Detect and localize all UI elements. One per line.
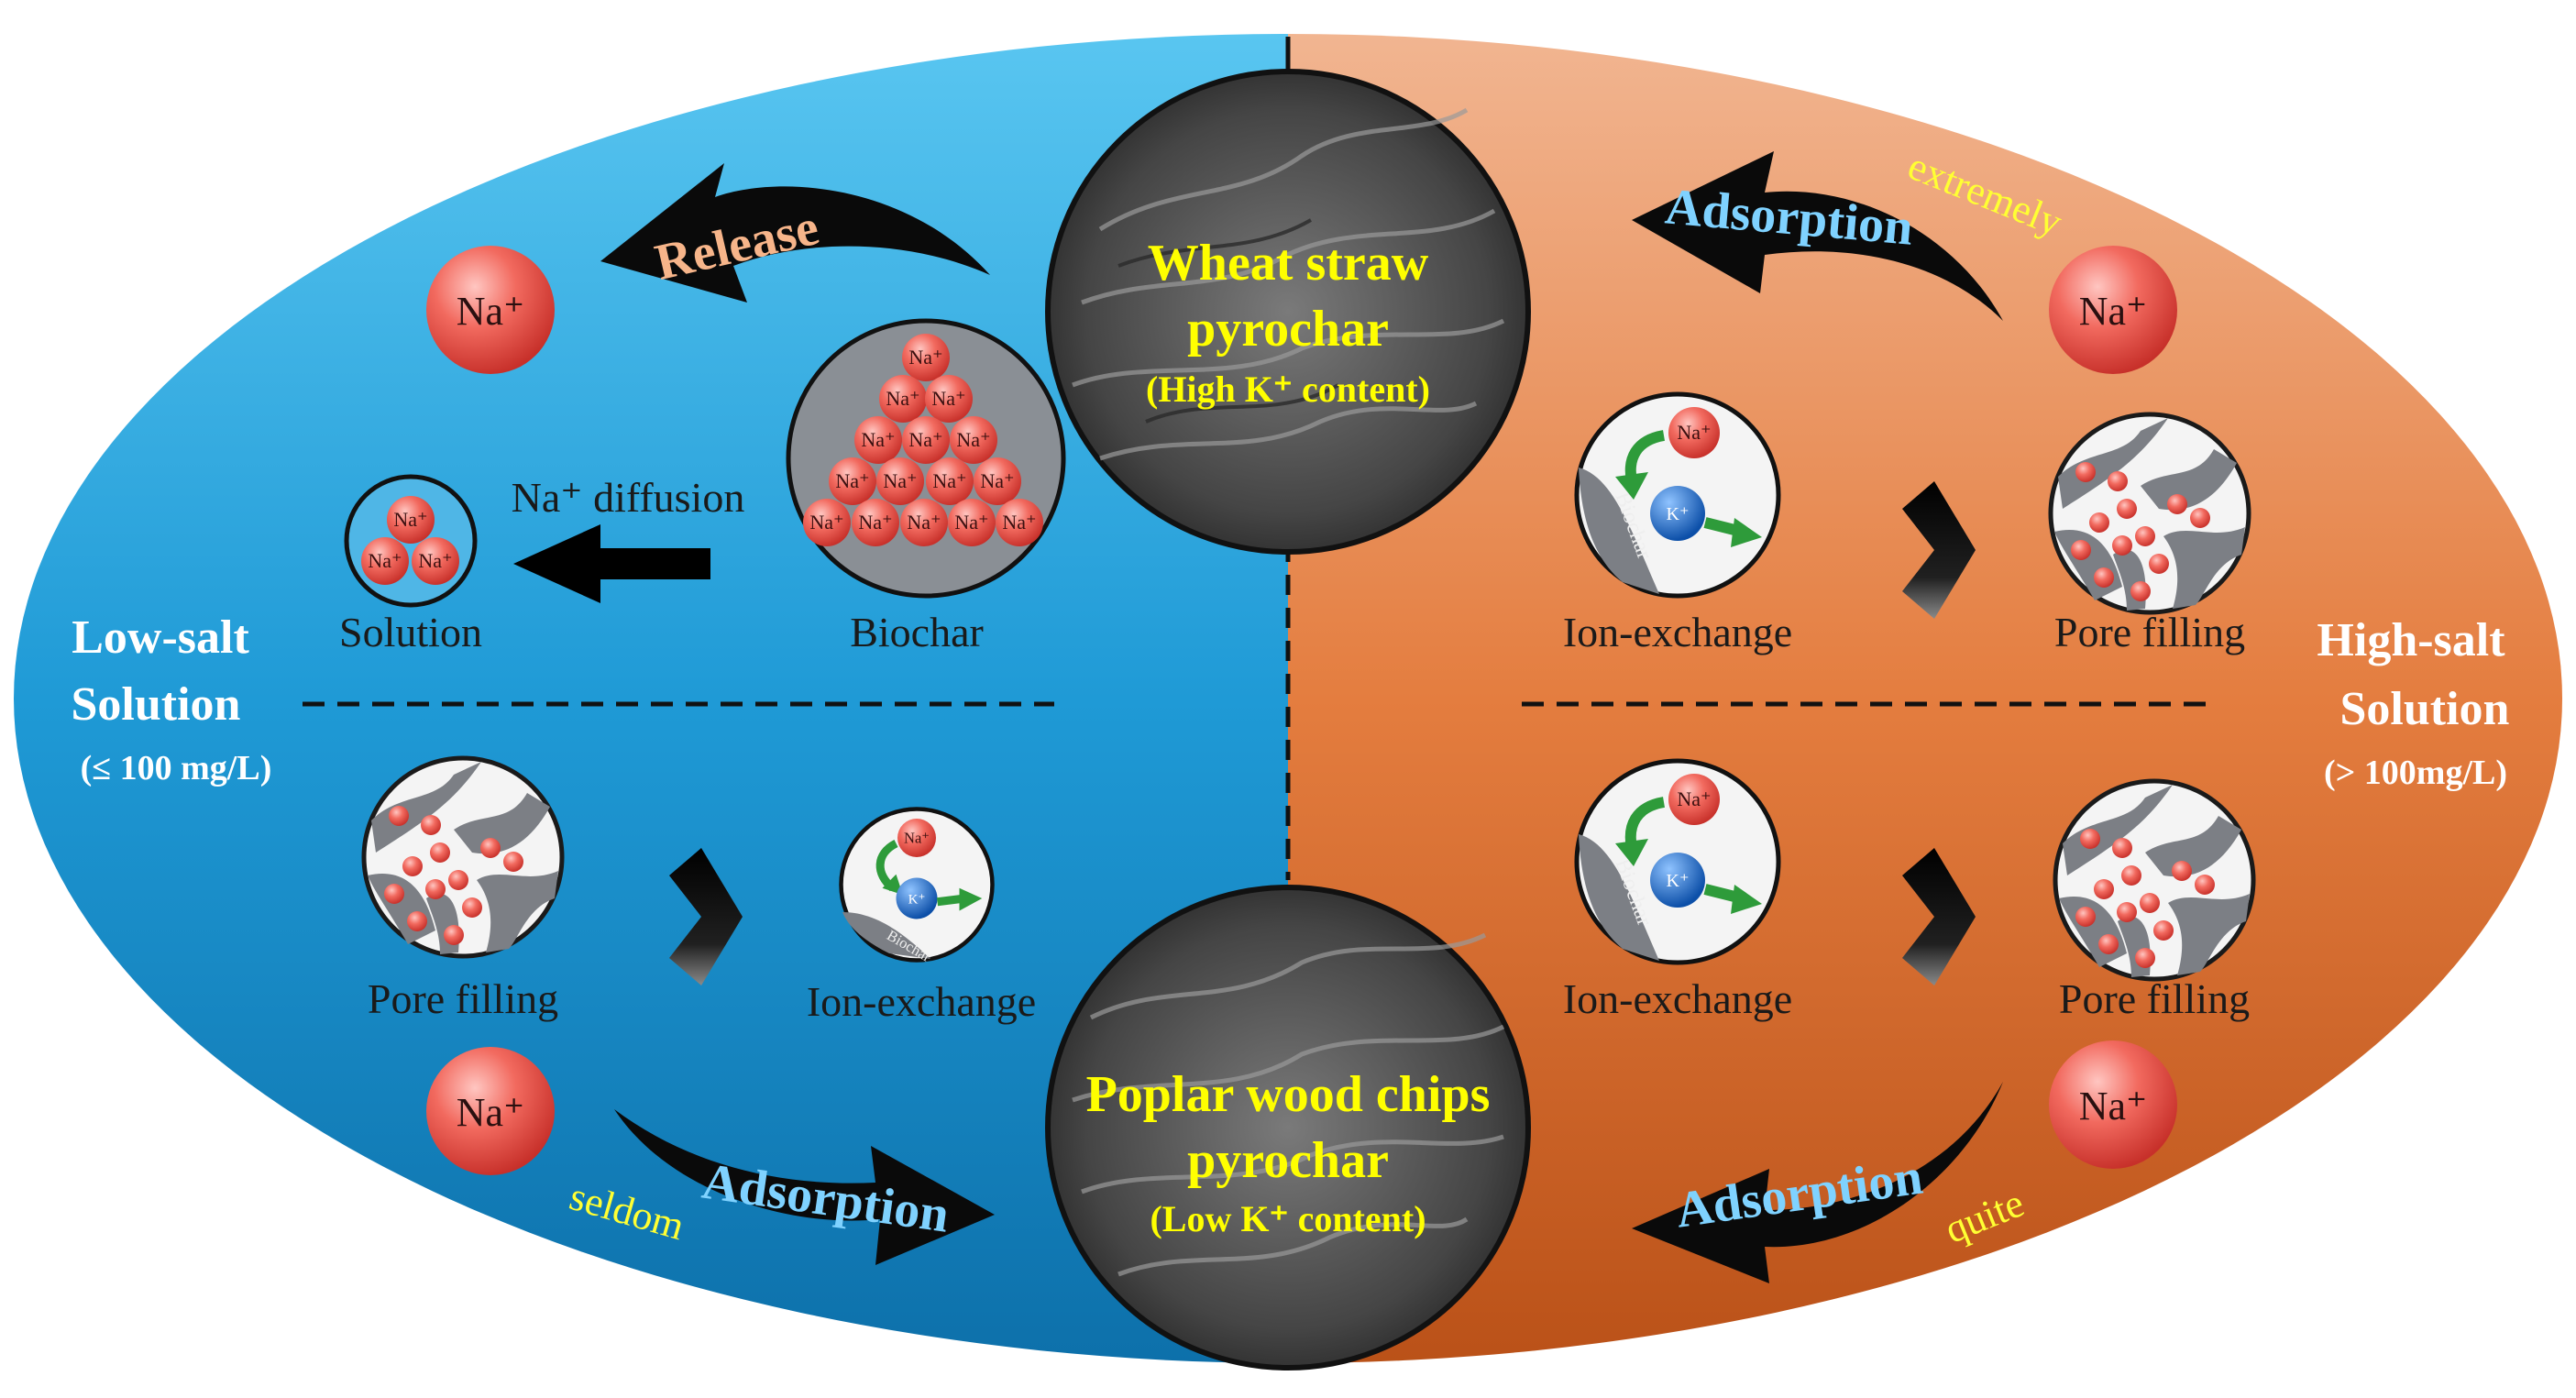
na-ion-bottom-right: Na⁺ bbox=[2049, 1040, 2177, 1169]
na-small: Na⁺ bbox=[858, 511, 892, 534]
ion-exchange-label: Ion-exchange bbox=[1563, 975, 1792, 1022]
solution-label: Solution bbox=[339, 609, 482, 655]
na-small: Na⁺ bbox=[932, 469, 966, 492]
greater-than-chevron bbox=[1902, 481, 1976, 619]
na-small: Na⁺ bbox=[883, 469, 917, 492]
ion-exchange-icon-bottom-right: Biochar Na⁺ K⁺ bbox=[1574, 758, 1781, 965]
k-ion-label: K⁺ bbox=[1667, 504, 1690, 524]
na-small: Na⁺ bbox=[908, 428, 942, 451]
wheat-straw-subtitle: pyrochar bbox=[1187, 301, 1389, 358]
adsorption-arrow-top-right: Adsorption bbox=[1632, 151, 2003, 321]
diffusion-arrow bbox=[513, 524, 710, 603]
na-small: Na⁺ bbox=[809, 511, 843, 534]
na-small: Na⁺ bbox=[956, 428, 990, 451]
na-small: Na⁺ bbox=[1677, 787, 1711, 810]
pore-filling-label: Pore filling bbox=[2059, 975, 2250, 1022]
pore-filling-label: Pore filling bbox=[2054, 609, 2245, 655]
ion-exchange-icon-bottom-left: Biochar Na⁺ K⁺ bbox=[839, 807, 995, 965]
low-salt-range: (≤ 100 mg/L) bbox=[81, 749, 272, 787]
ion-exchange-label: Ion-exchange bbox=[807, 978, 1036, 1025]
na-small: Na⁺ bbox=[980, 469, 1014, 492]
biochar-label: Biochar bbox=[850, 609, 984, 655]
ion-exchange-label: Ion-exchange bbox=[1563, 609, 1792, 655]
solution-small-cluster: Na⁺ Na⁺ Na⁺ bbox=[344, 474, 478, 608]
greater-than-chevron bbox=[1902, 848, 1976, 985]
na-small: Na⁺ bbox=[931, 387, 965, 410]
na-ion-bottom-left: Na⁺ bbox=[426, 1047, 555, 1175]
na-small: Na⁺ bbox=[886, 387, 919, 410]
low-salt-solution-label: Solution bbox=[72, 678, 241, 731]
na-ion-top-right: Na⁺ bbox=[2049, 246, 2177, 374]
na-small: Na⁺ bbox=[907, 511, 941, 534]
na-small: Na⁺ bbox=[908, 346, 942, 369]
na-small: Na⁺ bbox=[393, 508, 427, 531]
greater-than-chevron bbox=[669, 848, 743, 985]
na-small: Na⁺ bbox=[368, 549, 402, 572]
high-k-content-label: (High K⁺ content) bbox=[1146, 369, 1430, 410]
wheat-straw-title: Wheat straw bbox=[1148, 235, 1429, 292]
high-salt-range: (> 100mg/L) bbox=[2324, 754, 2507, 792]
na-ion-label: Na⁺ bbox=[2079, 289, 2148, 334]
poplar-wood-subtitle: pyrochar bbox=[1187, 1132, 1389, 1189]
na-diffusion-label: Na⁺ diffusion bbox=[512, 474, 745, 521]
na-small: Na⁺ bbox=[954, 511, 988, 534]
pore-filling-icon-bottom-left bbox=[364, 758, 562, 956]
na-ion-label: Na⁺ bbox=[2079, 1084, 2148, 1128]
na-small: Na⁺ bbox=[418, 549, 452, 572]
na-ion-label: Na⁺ bbox=[457, 1090, 525, 1135]
pore-filling-icon-top-right bbox=[2051, 414, 2249, 612]
ion-exchange-icon-top-right: Biochar Na⁺ K⁺ bbox=[1574, 391, 1781, 599]
poplar-wood-pyrochar-disc: Poplar wood chips pyrochar (Low K⁺ conte… bbox=[1045, 885, 1531, 1370]
biochar-na-cluster: Na⁺ Na⁺ Na⁺ Na⁺ Na⁺ Na⁺ Na⁺ Na⁺ Na⁺ Na⁺ … bbox=[786, 318, 1066, 599]
na-small: Na⁺ bbox=[1002, 511, 1036, 534]
na-ion-label: Na⁺ bbox=[457, 289, 525, 334]
low-salt-title: Low-salt bbox=[72, 611, 249, 664]
na-small: Na⁺ bbox=[835, 469, 869, 492]
na-ion-top-left: Na⁺ bbox=[426, 246, 555, 374]
pore-filling-label: Pore filling bbox=[368, 975, 558, 1022]
k-ion-label: K⁺ bbox=[1667, 871, 1690, 891]
na-small: Na⁺ bbox=[904, 829, 930, 846]
na-small: Na⁺ bbox=[861, 428, 895, 451]
pore-filling-icon-bottom-right bbox=[2055, 781, 2253, 979]
na-small: Na⁺ bbox=[1677, 421, 1711, 444]
high-salt-title: High-salt bbox=[2317, 614, 2505, 666]
high-salt-solution-label: Solution bbox=[2340, 683, 2510, 735]
poplar-wood-title: Poplar wood chips bbox=[1086, 1066, 1491, 1123]
k-ion-label: K⁺ bbox=[908, 892, 926, 907]
wheat-straw-pyrochar-disc: Wheat straw pyrochar (High K⁺ content) bbox=[1045, 69, 1531, 555]
low-k-content-label: (Low K⁺ content) bbox=[1150, 1198, 1426, 1239]
